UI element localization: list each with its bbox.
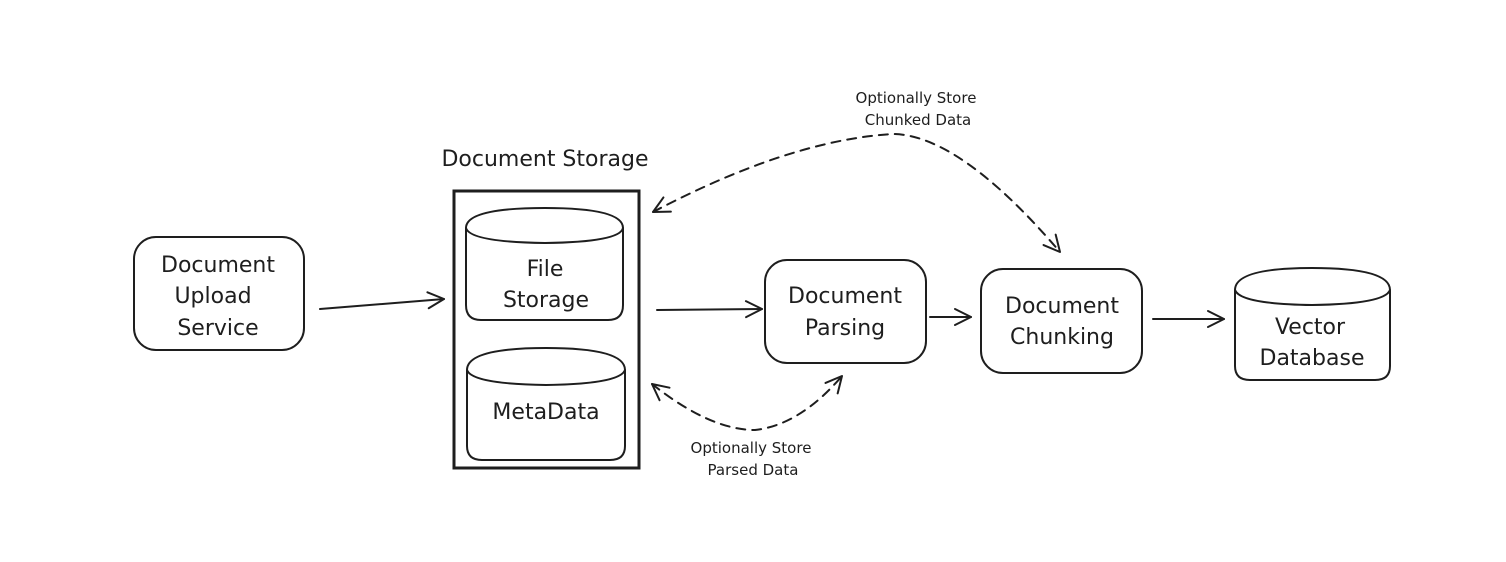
file-storage-label-line-2: Storage [503, 288, 589, 313]
node-metadata: MetaData [466, 346, 626, 461]
document-chunking-label-line-2: Chunking [1010, 325, 1114, 350]
edge-chunking-storage-dashed [652, 133, 1061, 253]
edge-upload-to-storage [319, 291, 445, 310]
edge-label-parsed-line-2: Parsed Data [708, 461, 799, 479]
upload-service-label-line-2: Upload [174, 284, 251, 309]
edge-label-chunked-line-1: Optionally Store [856, 89, 977, 107]
vector-database-label-line-2: Database [1260, 346, 1365, 371]
document-parsing-label-line-2: Parsing [805, 316, 885, 341]
upload-service-label-line-3: Service [177, 316, 258, 341]
edge-label-chunked-line-2: Chunked Data [865, 111, 971, 129]
document-parsing-box [764, 259, 927, 364]
node-document-upload-service: Document Upload Service [133, 236, 305, 351]
vector-database-label-line-1: Vector [1275, 315, 1346, 340]
group-document-storage: Document Storage File Storage MetaData [441, 147, 649, 470]
node-document-parsing: Document Parsing [764, 259, 927, 364]
document-chunking-box [980, 268, 1143, 374]
edge-parsing-storage-dashed [651, 375, 843, 431]
node-vector-database: Vector Database [1234, 266, 1391, 381]
document-storage-title: Document Storage [441, 147, 648, 172]
document-chunking-label-line-1: Document [1005, 294, 1119, 319]
vector-database-cylinder-top [1234, 289, 1391, 306]
file-storage-label-line-1: File [527, 257, 564, 282]
node-file-storage: File Storage [465, 206, 624, 321]
node-document-chunking: Document Chunking [980, 268, 1143, 374]
edge-label-parsed-line-1: Optionally Store [691, 439, 812, 457]
metadata-cylinder-top [466, 369, 626, 386]
upload-service-box [133, 236, 305, 351]
edge-storage-to-parsing [656, 300, 763, 319]
document-storage-container [452, 189, 641, 470]
metadata-label: MetaData [492, 400, 599, 425]
upload-service-label-line-1: Document [161, 253, 275, 278]
file-storage-cylinder-top [465, 227, 624, 244]
document-parsing-label-line-1: Document [788, 284, 902, 309]
